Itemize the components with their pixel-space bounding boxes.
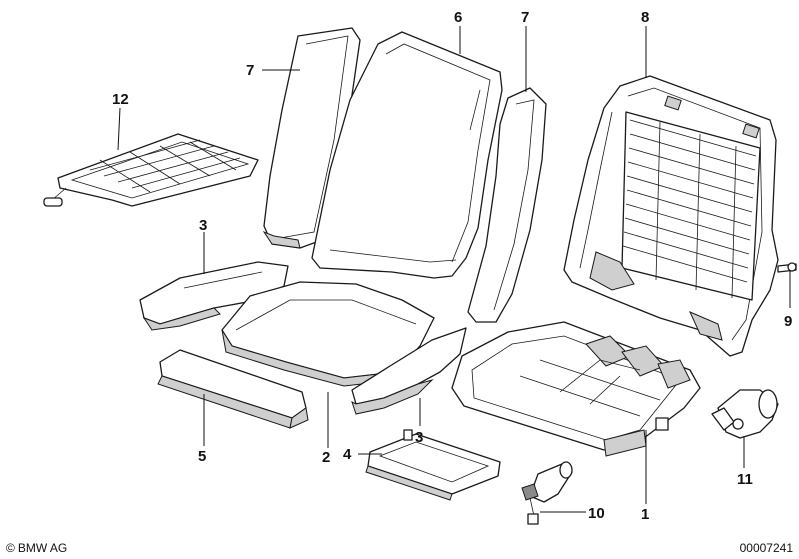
backrest-side-bolster-left [262,27,361,249]
copyright-symbol: © [6,541,15,555]
callout-6: 6 [454,9,462,26]
gear-motor [711,389,779,439]
rail-bracket [365,429,501,501]
leader-lines [117,26,791,513]
callout-11: 11 [737,471,753,488]
callout-3-lower: 3 [415,429,423,446]
brand-label: BMW AG [18,541,67,555]
callout-5: 5 [198,448,206,465]
callout-12: 12 [112,91,129,108]
seat-base-frame [451,321,701,457]
motor [521,461,573,525]
callout-7-left: 7 [246,62,254,79]
diagram-number: 00007241 [740,541,794,555]
callout-8: 8 [641,9,649,26]
heating-mat [43,133,259,207]
front-seat-pad [157,349,309,429]
screw [777,262,797,273]
svg-text:©BMW AG: ©BMW AG [6,541,67,555]
callout-4: 4 [343,446,352,463]
footer: ©BMW AG 00007241 [6,541,793,555]
callout-3-upper: 3 [199,217,207,234]
callout-10: 10 [588,505,605,522]
seat-side-trim-right [351,327,467,415]
callout-7-right: 7 [521,9,529,26]
backrest-side-bolster-right [467,87,547,323]
backrest-cover [311,31,503,279]
backrest-frame [563,75,779,357]
callout-9: 9 [784,313,792,330]
callout-2: 2 [322,449,330,466]
callout-labels: 12 7 6 7 8 9 3 2 3 5 4 1 11 10 [112,9,792,523]
callout-1: 1 [641,506,649,523]
